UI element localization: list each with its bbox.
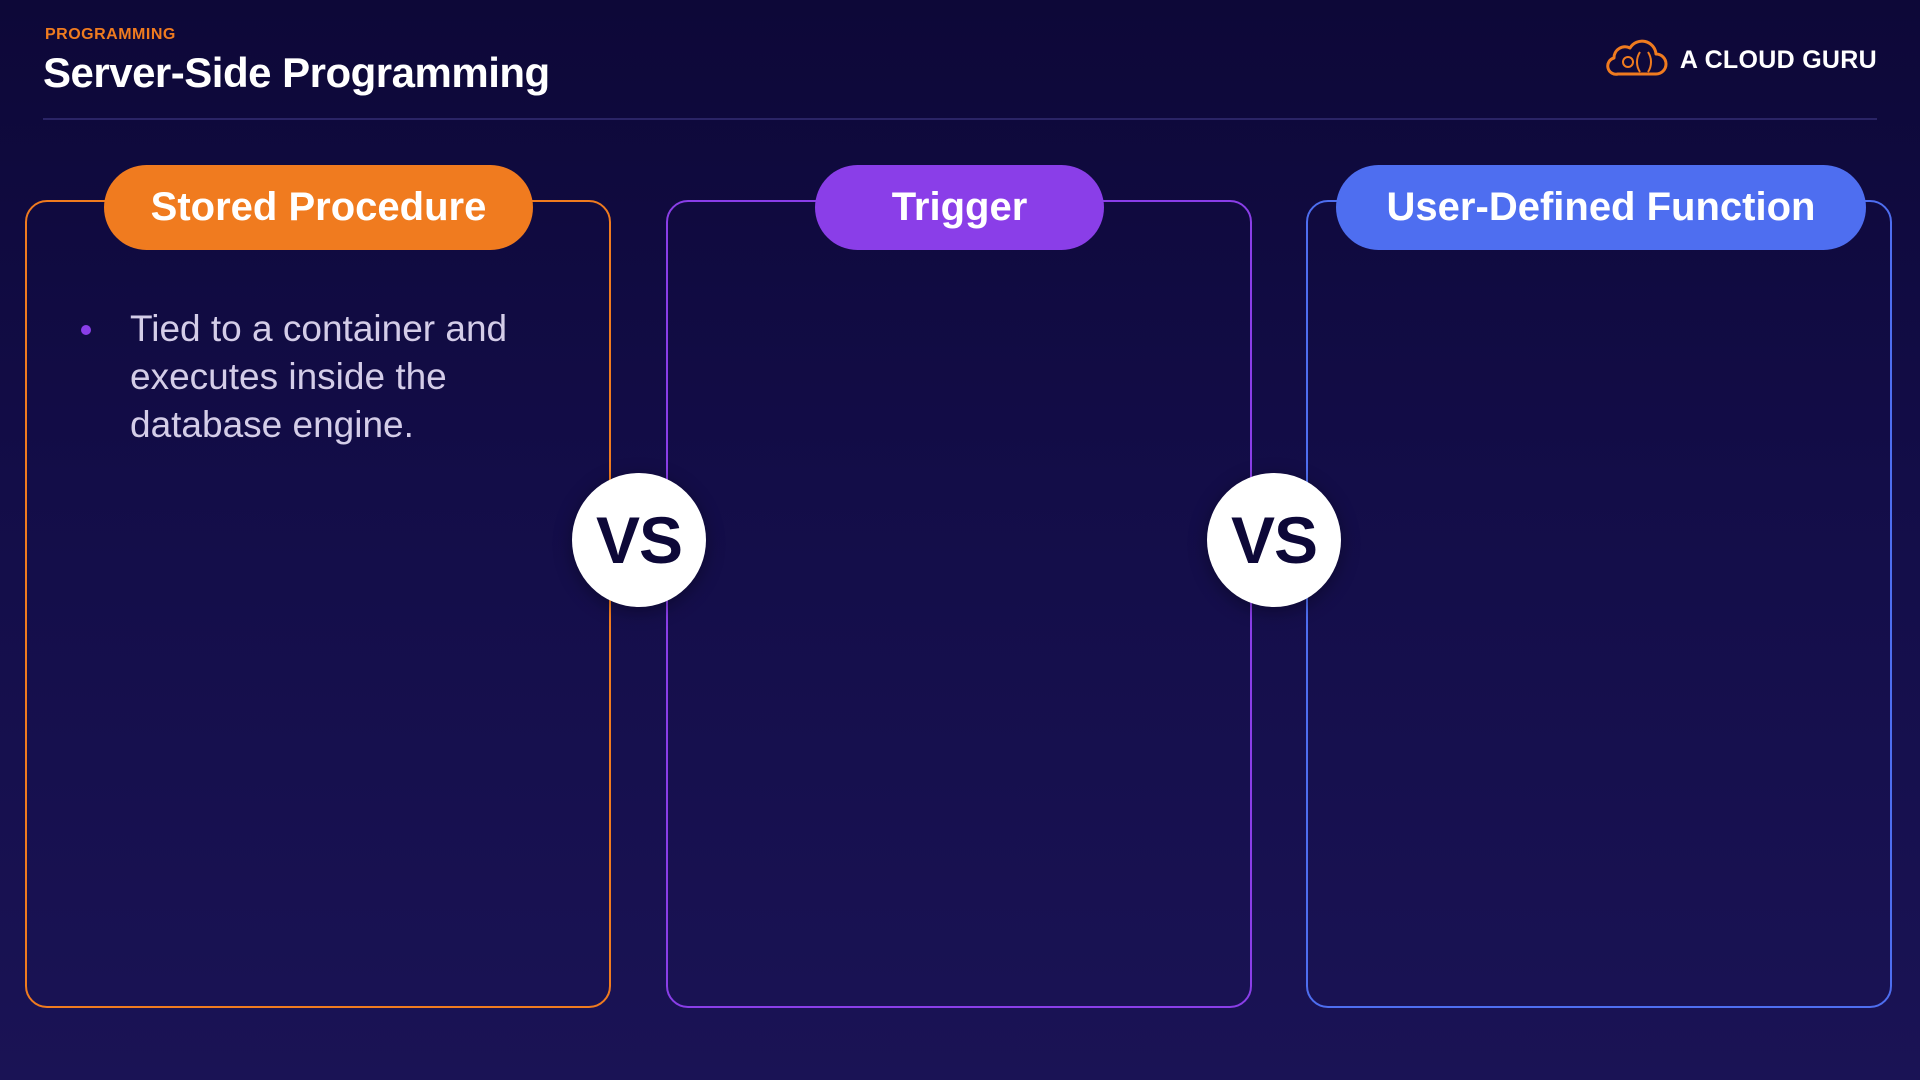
bullet-dot [81, 325, 91, 335]
logo-text: A CLOUD GURU [1679, 46, 1877, 74]
cloud-icon [1604, 38, 1668, 83]
header-divider [43, 118, 1877, 120]
bullet-text: Tied to a container and executes inside … [130, 308, 508, 445]
pill-user-defined-function: User-Defined Function [1336, 165, 1866, 250]
pill-trigger: Trigger [815, 165, 1104, 250]
card-user-defined-function [1306, 200, 1892, 1008]
stored-procedure-bullets: Tied to a container and executes inside … [80, 305, 580, 449]
list-item: Tied to a container and executes inside … [80, 305, 580, 449]
header-eyebrow: PROGRAMMING [45, 26, 176, 43]
logo: A CLOUD GURU [1604, 38, 1877, 83]
vs-badge: VS [572, 473, 706, 607]
pill-stored-procedure: Stored Procedure [104, 165, 533, 250]
vs-badge: VS [1207, 473, 1341, 607]
card-trigger [666, 200, 1252, 1008]
page-title: Server-Side Programming [43, 49, 550, 96]
